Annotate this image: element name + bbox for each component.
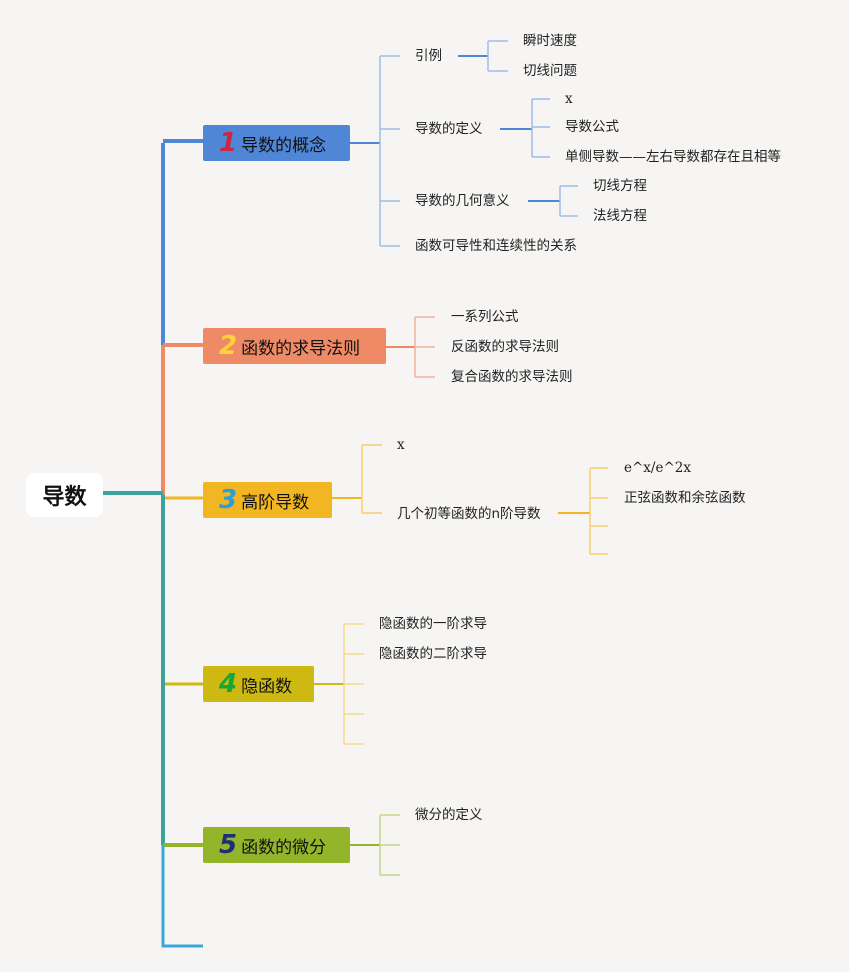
- branch-4-label: 隐函数: [241, 676, 293, 697]
- subtopic-jihe-yiyi[interactable]: 导数的几何意义: [415, 193, 510, 209]
- subtopic-kedao-lianxu[interactable]: 函数可导性和连续性的关系: [415, 238, 577, 254]
- leaf-fanhanshu[interactable]: 反函数的求导法则: [451, 339, 559, 355]
- leaf-fuhe-hanshu[interactable]: 复合函数的求导法则: [451, 369, 573, 385]
- leaf-erjie-qiudao[interactable]: 隐函数的二阶求导: [379, 646, 487, 662]
- trunk-tail: [161, 845, 203, 948]
- root-label: 导数: [42, 485, 87, 510]
- branch-3-number: 3: [219, 485, 238, 515]
- branch-5-label: 函数的微分: [241, 837, 327, 858]
- branch-1-topic[interactable]: 1 导数的概念: [203, 125, 350, 161]
- branch-2-label: 函数的求导法则: [241, 338, 361, 359]
- leaf-weifen-dingyi[interactable]: 微分的定义: [415, 807, 483, 823]
- branch-2-topic[interactable]: 2 函数的求导法则: [203, 328, 386, 364]
- branch-5-topic[interactable]: 5 函数的微分: [203, 827, 350, 863]
- branch-2-number: 2: [219, 331, 238, 361]
- leaf-sin-cos[interactable]: 正弦函数和余弦函数: [624, 490, 746, 506]
- subtopic-daoshu-dingyi[interactable]: 导数的定义: [415, 121, 483, 137]
- leaf-yixilie-gongshi[interactable]: 一系列公式: [451, 309, 519, 325]
- leaf-yijie-qiudao[interactable]: 隐函数的一阶求导: [379, 616, 487, 632]
- subtopic-yinli[interactable]: 引例: [415, 48, 442, 64]
- branch-4-topic[interactable]: 4 隐函数: [203, 666, 314, 702]
- leaf-qiexian-wenti[interactable]: 切线问题: [523, 63, 577, 79]
- leaf-daoshu-gongshi[interactable]: 导数公式: [565, 119, 619, 135]
- leaf-qiexian-fangcheng[interactable]: 切线方程: [593, 178, 647, 194]
- subtopic-n-jie-daoshu[interactable]: 几个初等函数的n阶导数: [397, 506, 541, 522]
- branch-5-number: 5: [219, 830, 238, 860]
- leaf-x-2[interactable]: x: [397, 437, 405, 453]
- branch-1-label: 导数的概念: [241, 135, 327, 156]
- root-topic[interactable]: 导数: [26, 473, 103, 517]
- branch-4-number: 4: [219, 669, 238, 699]
- leaf-dance-daoshu[interactable]: 单侧导数——左右导数都存在且相等: [565, 149, 781, 165]
- leaf-x[interactable]: x: [565, 91, 573, 107]
- branch-1-number: 1: [219, 128, 238, 158]
- leaf-shunshi-sudu[interactable]: 瞬时速度: [523, 33, 577, 49]
- branch-3-topic[interactable]: 3 高阶导数: [203, 482, 332, 518]
- leaf-faxian-fangcheng[interactable]: 法线方程: [593, 208, 647, 224]
- leaf-exp[interactable]: e^x/e^2x: [624, 460, 691, 476]
- branch-3-label: 高阶导数: [241, 492, 310, 513]
